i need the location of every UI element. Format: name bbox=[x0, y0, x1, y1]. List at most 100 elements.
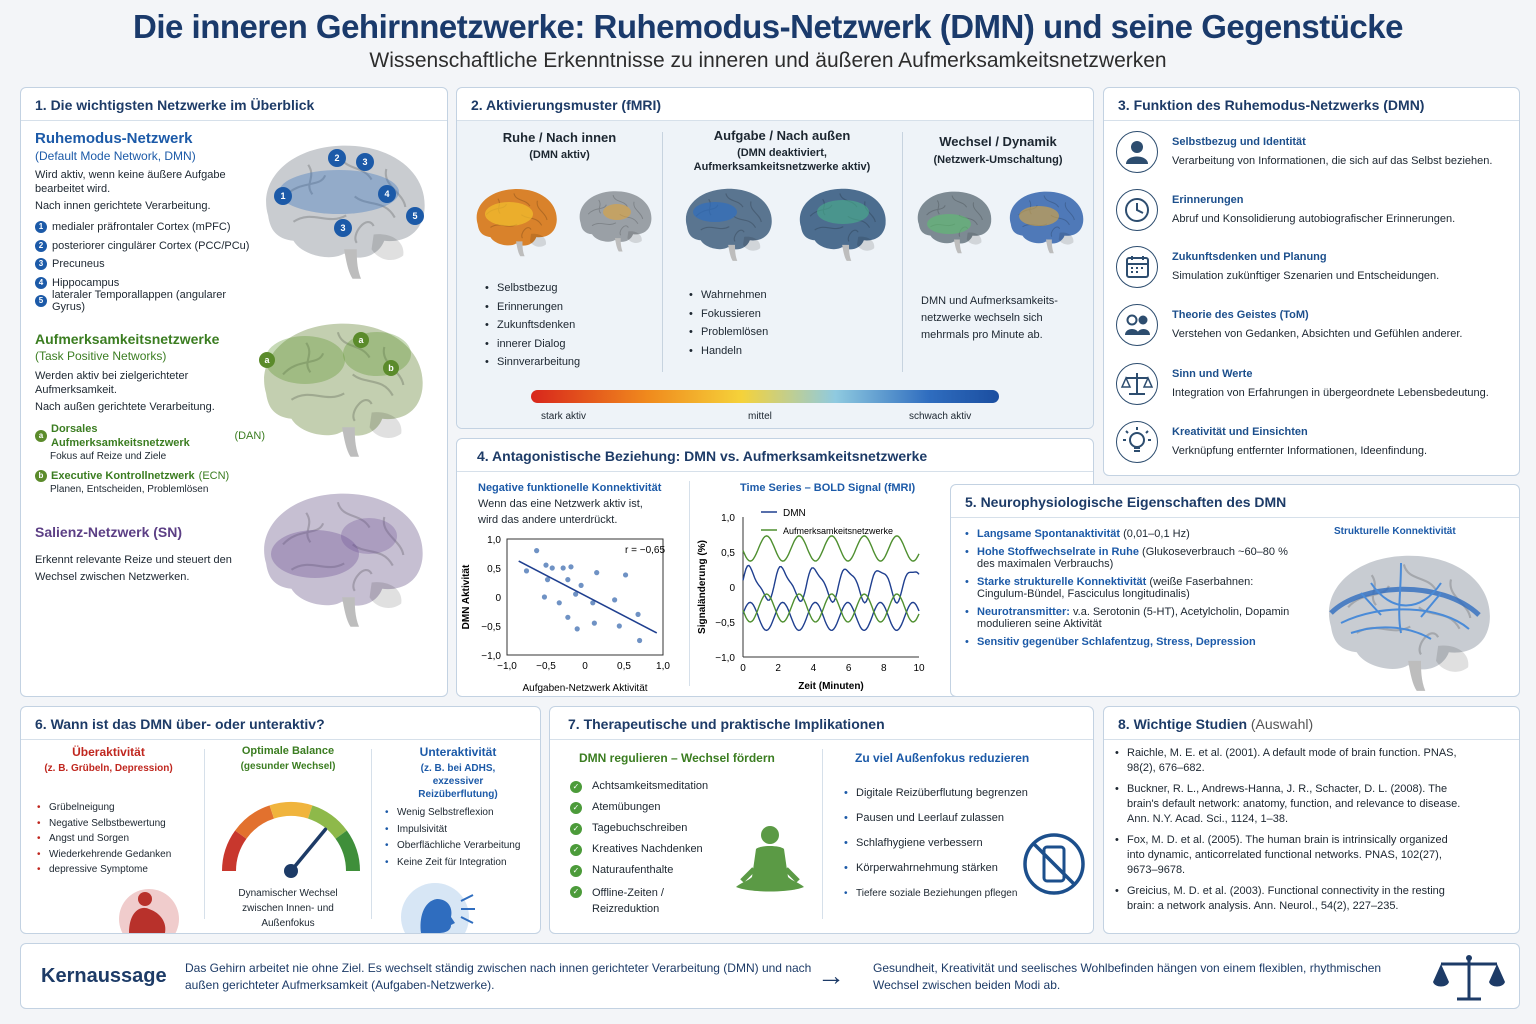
x-tick-label: 6 bbox=[846, 663, 852, 674]
x-tick-label: 4 bbox=[811, 663, 817, 674]
function-item: Kreativität und Einsichten Verknüpfung e… bbox=[1116, 419, 1526, 471]
scatter-point bbox=[543, 562, 549, 568]
panel-therapeutic-implications: 7. Therapeutische und praktische Implika… bbox=[549, 706, 1094, 934]
legend-mid: mittel bbox=[748, 411, 772, 422]
check-icon: ✓ bbox=[570, 886, 582, 898]
switch-column-header: Wechsel / Dynamik (Netzwerk-Umschaltung) bbox=[903, 134, 1093, 167]
function-title: Erinnerungen bbox=[1172, 194, 1244, 206]
list-item: Starke strukturelle Konnektivität (weiße… bbox=[963, 576, 1303, 600]
clock-icon bbox=[1116, 189, 1158, 231]
list-item: Negative Selbstbewertung bbox=[35, 816, 171, 832]
panel-neurophysiology: 5. Neurophysiologische Eigenschaften des… bbox=[950, 484, 1520, 697]
task-fmri-brains bbox=[685, 188, 887, 262]
meditation-icon bbox=[736, 826, 804, 892]
scatter-point bbox=[573, 591, 579, 597]
connectivity-label: Strukturelle Konnektivität bbox=[1334, 526, 1456, 537]
tpn-direction: Nach außen gerichtete Verarbeitung. bbox=[35, 401, 215, 413]
legend-low: schwach aktiv bbox=[909, 411, 972, 422]
function-text: Integration von Erfahrungen in übergeord… bbox=[1172, 387, 1489, 399]
scatter-plot-frame bbox=[506, 538, 664, 656]
scatter-point bbox=[612, 597, 618, 603]
underactivity-list: Wenig Selbstreflexion Impulsivität Oberf… bbox=[383, 805, 520, 871]
scatter-point bbox=[549, 565, 555, 571]
sn-title: Salienz-Netzwerk (SN) bbox=[35, 524, 183, 540]
scatter-description-2: wird das andere unterdrückt. bbox=[478, 514, 618, 526]
dmn-subtitle: (Default Mode Network, DMN) bbox=[35, 149, 196, 163]
gauge-segment bbox=[335, 830, 360, 872]
function-item: Zukunftsdenken und Planung Simulation zu… bbox=[1116, 244, 1526, 296]
y-tick-label: 0,5 bbox=[721, 548, 735, 559]
panel-fmri-patterns: 2. Aktivierungsmuster (fMRI) Ruhe / Nach… bbox=[456, 87, 1094, 429]
scatter-point bbox=[523, 568, 530, 574]
x-axis-label: Zeit (Minuten) bbox=[798, 681, 864, 692]
key-message-text-1: Das Gehirn arbeitet nie ohne Ziel. Es we… bbox=[185, 961, 812, 992]
scatter-point bbox=[594, 570, 600, 576]
y-tick-label: −0,5 bbox=[715, 618, 735, 629]
dmn-description: Wird aktiv, wenn keine äußere Aufgabe be… bbox=[35, 169, 226, 195]
list-item: Wiederkehrende Gedanken bbox=[35, 847, 171, 863]
y-tick-label: 0 bbox=[729, 583, 735, 594]
x-tick-label: 8 bbox=[881, 663, 887, 674]
list-item: Oberflächliche Verarbeitung bbox=[383, 838, 520, 855]
list-item: Erinnerungen bbox=[483, 298, 580, 317]
list-item: Raichle, M. E. et al. (2001). A default … bbox=[1114, 746, 1464, 776]
scatter-point bbox=[568, 564, 574, 570]
overactivity-title: Überaktivität bbox=[72, 745, 145, 759]
list-item: Körperwahrnehmung stärken bbox=[842, 856, 1028, 881]
x-tick-label: −0,5 bbox=[536, 661, 556, 672]
svg-text:a: a bbox=[264, 355, 270, 365]
y-tick-label: 1,0 bbox=[721, 513, 735, 524]
list-item: ✓Atemübungen bbox=[570, 801, 730, 822]
y-tick-label: 1,0 bbox=[487, 535, 501, 546]
x-tick-label: −1,0 bbox=[497, 661, 517, 672]
scatter-point bbox=[565, 614, 571, 620]
list-item: depressive Symptome bbox=[35, 862, 171, 878]
ecn-description: Planen, Entscheiden, Problemlösen bbox=[50, 484, 209, 495]
scatter-point bbox=[616, 623, 622, 629]
x-tick-label: 1,0 bbox=[656, 661, 670, 672]
dmn-series-line bbox=[742, 601, 920, 632]
panel-dmn-functions: 3. Funktion des Ruhemodus-Netzwerks (DMN… bbox=[1103, 87, 1520, 476]
number-badge: 4 bbox=[35, 276, 47, 289]
badge-b: b bbox=[35, 470, 47, 482]
list-item: Fokussieren bbox=[687, 305, 768, 324]
rest-function-list: Selbstbezug Erinnerungen Zukunftsdenken … bbox=[483, 279, 580, 372]
overactivity-list: Grübelneigung Negative Selbstbewertung A… bbox=[35, 800, 171, 878]
list-item: Keine Zeit für Integration bbox=[383, 855, 520, 872]
scatter-title: Negative funktionelle Konnektivität bbox=[478, 482, 662, 494]
balance-subtitle: (gesunder Wechsel) bbox=[240, 761, 336, 772]
gauge-needle bbox=[289, 827, 328, 873]
x-tick-label: 0,5 bbox=[617, 661, 631, 672]
badge-a: a bbox=[35, 430, 47, 442]
task-title: Aufgabe / Nach außen bbox=[713, 128, 851, 143]
list-item: Handeln bbox=[687, 342, 768, 361]
scatter-point bbox=[574, 626, 580, 632]
dmn-direction: Nach innen gerichtete Verarbeitung. bbox=[35, 200, 211, 212]
svg-text:b: b bbox=[388, 363, 394, 373]
y-axis-label: Signaländerung (%) bbox=[697, 540, 708, 634]
function-title: Kreativität und Einsichten bbox=[1172, 426, 1308, 438]
function-item: Selbstbezug und Identität Verarbeitung v… bbox=[1116, 129, 1526, 181]
scales-icon bbox=[1116, 363, 1158, 405]
lightbulb-icon bbox=[1116, 421, 1158, 463]
check-icon: ✓ bbox=[570, 823, 582, 835]
balance-scales-icon bbox=[1433, 955, 1505, 1001]
list-item: Wahrnehmen bbox=[687, 286, 768, 305]
svg-text:5: 5 bbox=[412, 211, 417, 221]
region-label: posteriorer cingulärer Cortex (PCC/PCu) bbox=[52, 239, 250, 252]
tpn-subtitle: (Task Positive Networks) bbox=[35, 349, 167, 363]
regulate-list: ✓Achtsamkeitsmeditation ✓Atemübungen ✓Ta… bbox=[570, 780, 730, 917]
balance-title: Optimale Balance bbox=[241, 745, 335, 757]
tpn-block: Aufmerksamkeitsnetzwerke (Task Positive … bbox=[35, 331, 265, 496]
ecn-abbr: (ECN) bbox=[198, 470, 230, 482]
panel-networks-overview: 1. Die wichtigsten Netzwerke im Überblic… bbox=[20, 87, 448, 697]
rest-column-header: Ruhe / Nach innen (DMN aktiv) bbox=[457, 130, 662, 162]
function-title: Sinn und Werte bbox=[1172, 368, 1253, 380]
function-item: Erinnerungen Abruf und Konsolidierung au… bbox=[1116, 187, 1526, 239]
x-tick-label: 0 bbox=[740, 663, 746, 674]
section-heading: 3. Funktion des Ruhemodus-Netzwerks (DMN… bbox=[1118, 97, 1425, 113]
panel-dmn-activity-levels: 6. Wann ist das DMN über- oder unterakti… bbox=[20, 706, 541, 934]
